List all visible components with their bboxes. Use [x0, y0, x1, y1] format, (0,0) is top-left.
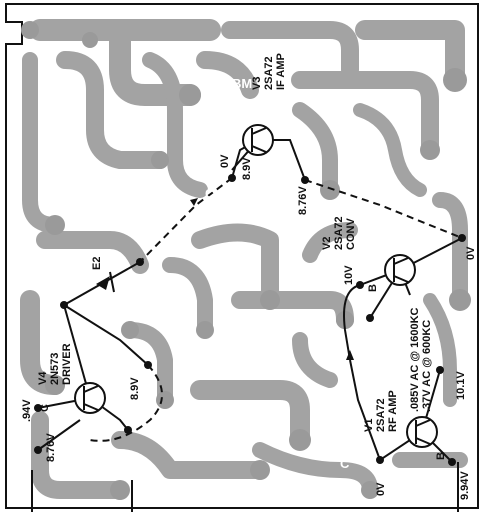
- copper-pads: [21, 21, 471, 500]
- wire-v1-left: [349, 359, 381, 461]
- arrow-up: [190, 198, 198, 206]
- junctions: [34, 174, 466, 466]
- board-outline: [5, 3, 479, 509]
- v1-bottom-voltage: 9.94V: [459, 471, 471, 500]
- v2-ref: V2: [321, 237, 333, 250]
- v1-ac2: .37V AC @ 600KC: [421, 320, 433, 412]
- v2-right-voltage: 0V: [465, 246, 477, 260]
- v2-label-group: V2 2SA72 CONV: [321, 216, 357, 250]
- v1-base-pin: B: [435, 452, 447, 460]
- arrow-up-v1: [346, 350, 354, 360]
- wire-v4-e: [37, 419, 81, 451]
- transistor-v4-symbol: [74, 382, 106, 414]
- wire-v3-to-e2: [139, 177, 233, 263]
- v2-type: 2SA72: [333, 216, 345, 250]
- v4-label-group: V4 2N573 DRIVER: [37, 343, 73, 385]
- v1-ac1: .085V AC @ 1600KC: [409, 307, 421, 412]
- v4-ref: V4: [37, 371, 49, 385]
- v2-left-voltage: 10V: [343, 265, 355, 285]
- board-mark-c-bottom: C: [340, 456, 350, 471]
- board-mark-b-left: B: [60, 462, 69, 477]
- v1-type: 2SA72: [375, 398, 387, 432]
- v3-role: IF AMP: [275, 53, 287, 90]
- v1-top-voltage: 10.1V: [455, 371, 467, 400]
- v3-ref: V3: [251, 77, 263, 90]
- wire-e2-down: [63, 304, 91, 399]
- wire-v3-to-v2: [304, 179, 463, 239]
- diode-e2-symbol: [96, 271, 115, 293]
- transistor-v2-symbol: [384, 254, 416, 286]
- v2-role: CONV: [345, 218, 357, 250]
- v3-base-voltage: 8.9V: [241, 157, 253, 180]
- board-mark-b-mid: B: [288, 188, 297, 203]
- diode-e2-label: E2: [91, 257, 103, 270]
- transistor-v1-symbol: [406, 416, 438, 448]
- v4-e-voltage: 8.76V: [45, 433, 57, 462]
- wire-v4-loop: [89, 364, 163, 442]
- wire-v2-left: [343, 284, 361, 361]
- v1-ref: V1: [363, 419, 375, 432]
- v4-b-voltage: 8.9V: [129, 377, 141, 400]
- v2-base-pin: B: [367, 284, 379, 292]
- v4-type: 2N573: [49, 353, 61, 385]
- board-mark-e: E: [256, 180, 265, 195]
- v4-c-voltage: .94V: [21, 399, 33, 422]
- v4-role: DRIVER: [61, 343, 73, 385]
- v1-label-group: V1 2SA72 RF AMP: [363, 390, 399, 432]
- v1-left-voltage: 0V: [375, 482, 387, 496]
- v3-left-voltage: 0V: [219, 154, 231, 168]
- v4-c-pin: C: [39, 404, 51, 412]
- v3-type: 2SA72: [263, 56, 275, 90]
- transistor-v3-symbol: [242, 124, 274, 156]
- v1-role: RF AMP: [387, 390, 399, 432]
- v3-right-voltage: 8.76V: [297, 186, 309, 215]
- board-mark-c-mid: C: [432, 210, 442, 225]
- v3-label-group: V3 2SA72 IF AMP: [251, 53, 287, 90]
- board-mark-c-left: C: [205, 186, 215, 201]
- board-mark-bm: BM: [232, 76, 252, 91]
- wire-e2-to-v4: [63, 304, 149, 366]
